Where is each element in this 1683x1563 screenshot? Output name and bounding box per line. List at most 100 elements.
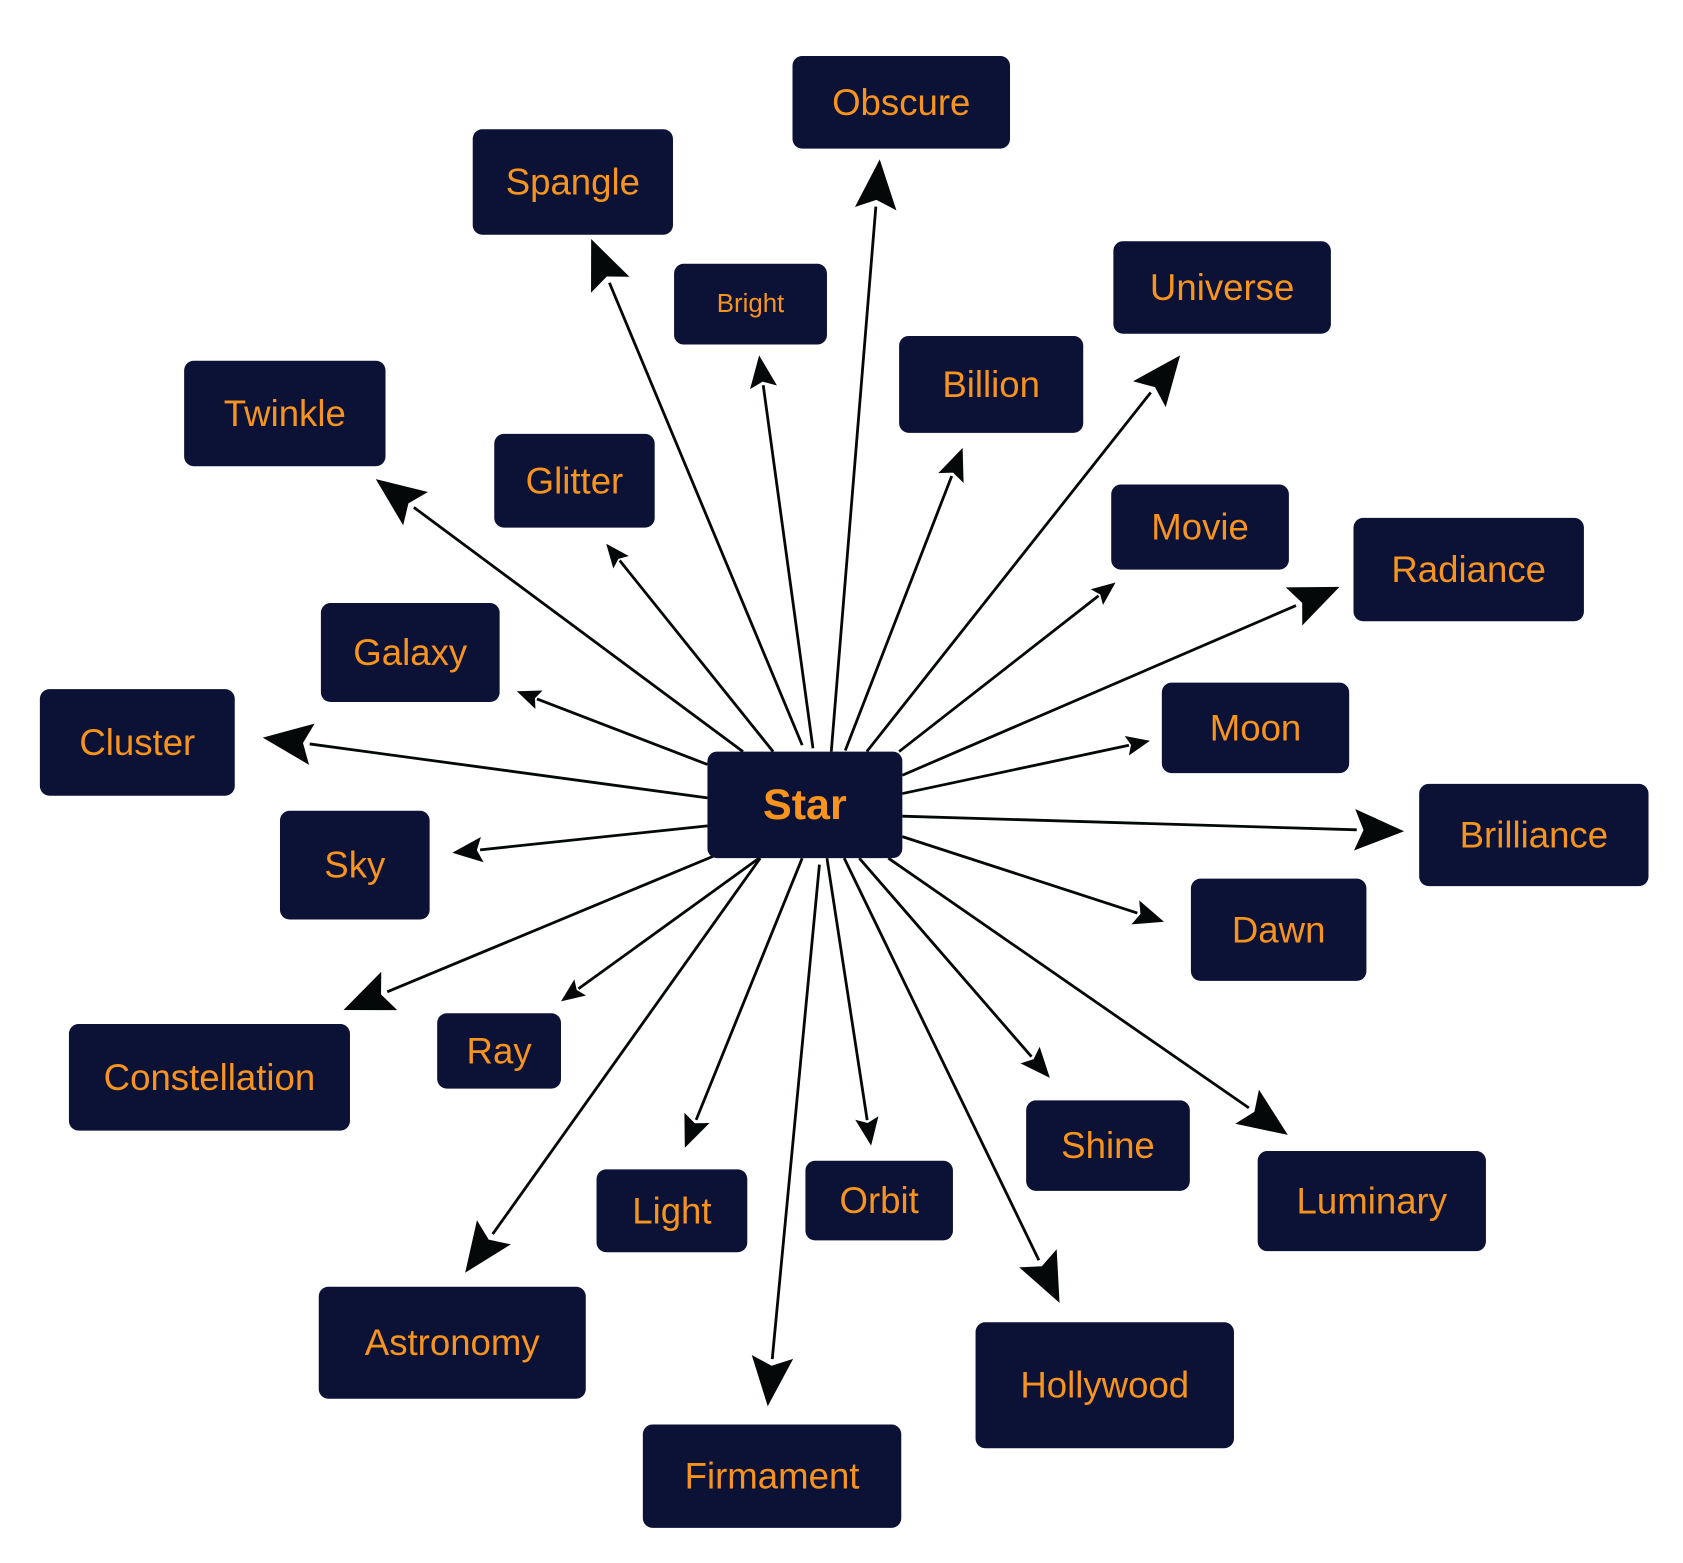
node-firmament-label: Firmament	[685, 1456, 860, 1497]
node-moon-label: Moon	[1210, 707, 1302, 748]
node-orbit: Orbit	[805, 1160, 953, 1241]
arrow-dawn	[901, 835, 1138, 915]
arrow-movie	[898, 594, 1100, 753]
node-light-box	[596, 1169, 748, 1253]
node-billion: Billion	[899, 335, 1084, 433]
node-movie-label: Movie	[1151, 507, 1249, 548]
arrow-sky	[479, 824, 708, 852]
node-shine: Shine	[1026, 1100, 1190, 1191]
node-billion-box	[899, 335, 1084, 433]
arrowhead-hollywood	[1019, 1249, 1060, 1303]
node-obscure-label: Obscure	[832, 82, 970, 123]
node-orbit-box	[805, 1160, 953, 1241]
arrow-constellation	[386, 854, 715, 994]
arrow-bright	[761, 385, 815, 749]
arrow-twinkle	[413, 506, 744, 753]
node-light-label: Light	[632, 1190, 711, 1231]
node-obscure: Obscure	[792, 55, 1011, 149]
arrow-brilliance	[902, 814, 1357, 832]
node-glitter: Glitter	[494, 433, 655, 528]
node-universe-box	[1113, 241, 1331, 334]
arrow-ray	[577, 857, 760, 990]
node-firmament: Firmament	[642, 1424, 902, 1528]
node-ray: Ray	[437, 1013, 562, 1089]
node-movie: Movie	[1111, 484, 1289, 570]
arrowhead-constellation	[343, 971, 398, 1011]
arrowhead-bright	[750, 355, 777, 390]
node-constellation-label: Constellation	[104, 1057, 316, 1098]
node-astronomy-label: Astronomy	[365, 1322, 541, 1363]
node-universe: Universe	[1113, 241, 1331, 334]
arrow-spangle	[608, 282, 804, 746]
node-dawn: Dawn	[1190, 878, 1367, 981]
arrow-shine	[858, 857, 1033, 1058]
arrow-hollywood	[842, 857, 1041, 1261]
arrowhead-luminary	[1235, 1089, 1288, 1135]
arrowhead-brilliance	[1353, 808, 1405, 851]
node-billion-label: Billion	[942, 364, 1040, 405]
arrowhead-galaxy	[516, 690, 543, 710]
node-shine-box	[1026, 1100, 1190, 1191]
node-radiance-box	[1353, 517, 1584, 622]
node-luminary: Luminary	[1257, 1151, 1486, 1252]
node-astronomy-box	[318, 1286, 586, 1399]
arrowhead-obscure	[854, 159, 897, 211]
arrowhead-sky	[452, 837, 484, 863]
node-constellation-box	[68, 1023, 350, 1131]
node-astronomy: Astronomy	[318, 1286, 586, 1399]
node-spangle: Spangle	[472, 129, 673, 235]
arrowhead-glitter	[606, 543, 629, 569]
node-bright: Bright	[674, 263, 827, 345]
arrow-cluster	[309, 742, 708, 800]
node-brilliance: Brilliance	[1419, 783, 1649, 887]
node-moon-box	[1161, 682, 1350, 774]
arrowhead-billion	[938, 447, 964, 483]
arrow-light	[694, 857, 804, 1121]
arrowhead-ray	[561, 979, 587, 1002]
arrow-universe	[865, 391, 1152, 753]
node-bright-box	[674, 263, 827, 345]
node-galaxy: Galaxy	[320, 602, 500, 703]
center-node-star-label: Star	[763, 781, 847, 829]
arrowhead-shine	[1020, 1046, 1050, 1078]
center-node-star: Star	[707, 751, 903, 859]
arrowhead-dawn	[1131, 900, 1164, 925]
node-brilliance-box	[1419, 783, 1649, 887]
arrowhead-cluster	[262, 723, 315, 765]
node-spangle-box	[472, 129, 673, 235]
node-cluster-box	[39, 689, 235, 796]
node-twinkle-box	[184, 360, 386, 467]
center-node-star-box	[707, 751, 903, 859]
arrow-luminary	[887, 857, 1250, 1110]
arrow-billion	[843, 475, 954, 751]
node-obscure-box	[792, 55, 1011, 149]
arrowhead-universe	[1133, 355, 1181, 408]
arrowhead-firmament	[751, 1354, 794, 1407]
node-moon: Moon	[1161, 682, 1350, 774]
node-orbit-label: Orbit	[840, 1180, 919, 1221]
node-sky: Sky	[279, 810, 430, 920]
node-hollywood: Hollywood	[975, 1322, 1234, 1449]
arrow-radiance	[901, 604, 1297, 777]
arrowhead-light	[684, 1112, 710, 1148]
node-dawn-label: Dawn	[1232, 909, 1326, 950]
arrowhead-astronomy	[465, 1220, 511, 1273]
node-light: Light	[596, 1169, 748, 1253]
node-universe-label: Universe	[1150, 267, 1294, 308]
node-spangle-label: Spangle	[506, 161, 640, 202]
arrowhead-twinkle	[375, 479, 428, 526]
node-hollywood-label: Hollywood	[1020, 1365, 1189, 1406]
node-luminary-box	[1257, 1151, 1486, 1252]
node-brilliance-label: Brilliance	[1460, 815, 1608, 856]
arrowhead-movie	[1090, 582, 1116, 605]
node-glitter-label: Glitter	[526, 460, 624, 501]
arrowhead-orbit	[855, 1116, 879, 1146]
node-firmament-box	[642, 1424, 902, 1528]
arrow-galaxy	[536, 697, 708, 766]
node-galaxy-label: Galaxy	[353, 632, 468, 673]
node-ray-box	[437, 1013, 562, 1089]
node-sky-label: Sky	[324, 845, 386, 886]
node-cluster-label: Cluster	[79, 722, 195, 763]
node-ray-label: Ray	[467, 1030, 533, 1071]
